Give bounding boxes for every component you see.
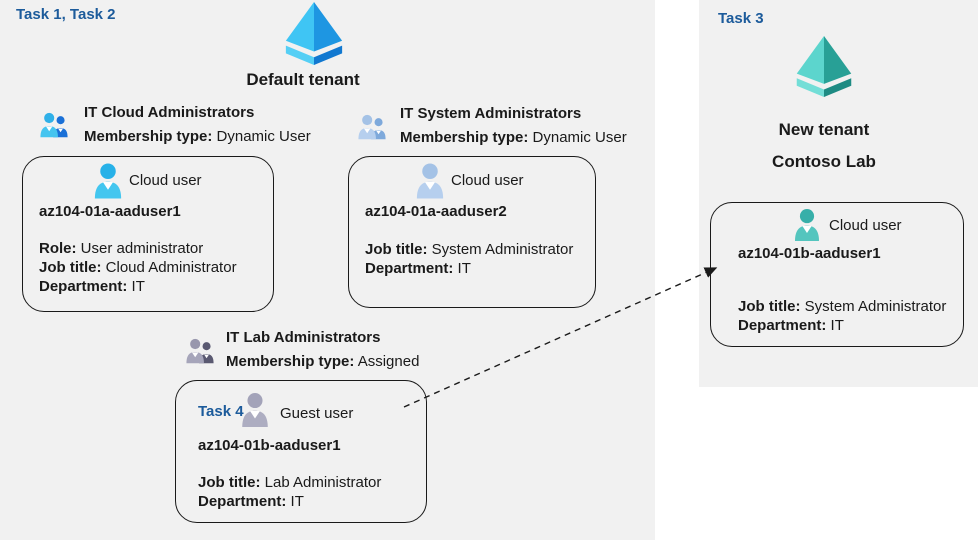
user-type-label: Cloud user	[451, 172, 524, 189]
group-name: IT Lab Administrators	[226, 329, 381, 346]
cloud-user-icon	[415, 163, 445, 199]
task-4-label: Task 4	[198, 403, 244, 420]
user-card: Cloud user az104-01a-aaduser1 Role: User…	[22, 156, 274, 312]
task-3-label: Task 3	[718, 10, 764, 27]
new-tenant-title-line1: New tenant	[778, 120, 870, 139]
username: az104-01a-aaduser1	[39, 203, 181, 220]
azure-ad-tenant-icon	[278, 2, 350, 66]
group-icon	[358, 112, 386, 142]
guest-user-icon	[240, 393, 270, 427]
group-membership: Membership type: Dynamic User	[400, 129, 627, 146]
username: az104-01a-aaduser2	[365, 203, 507, 220]
user-card: Cloud user az104-01a-aaduser2 Job title:…	[348, 156, 596, 308]
user-fields: Job title: System Administrator Departme…	[365, 241, 574, 277]
user-fields: Job title: Lab Administrator Department:…	[198, 474, 382, 510]
group-icon	[186, 336, 214, 366]
task-1-2-label: Task 1, Task 2	[16, 6, 116, 23]
guest-user-card: Task 4 Guest user az104-01b-aaduser1 Job…	[175, 380, 427, 523]
group-name: IT System Administrators	[400, 105, 582, 122]
group-membership: Membership type: Dynamic User	[84, 128, 311, 145]
user-type-label: Cloud user	[829, 217, 902, 234]
default-tenant-title: Default tenant	[246, 70, 360, 89]
username: az104-01b-aaduser1	[738, 245, 881, 262]
user-card: Cloud user az104-01b-aaduser1 Job title:…	[710, 202, 964, 347]
user-type-label: Guest user	[280, 405, 354, 422]
cloud-user-icon	[793, 209, 821, 241]
group-membership: Membership type: Assigned	[226, 353, 420, 370]
cloud-user-icon	[93, 163, 123, 199]
user-fields: Role: User administrator Job title: Clou…	[39, 240, 237, 295]
user-fields: Job title: System Administrator Departme…	[738, 298, 947, 334]
user-type-label: Cloud user	[129, 172, 202, 189]
group-name: IT Cloud Administrators	[84, 104, 255, 121]
new-tenant-title-line2: Contoso Lab	[772, 152, 876, 171]
group-icon	[40, 110, 68, 140]
username: az104-01b-aaduser1	[198, 437, 341, 454]
azure-ad-new-tenant-icon	[790, 36, 858, 98]
